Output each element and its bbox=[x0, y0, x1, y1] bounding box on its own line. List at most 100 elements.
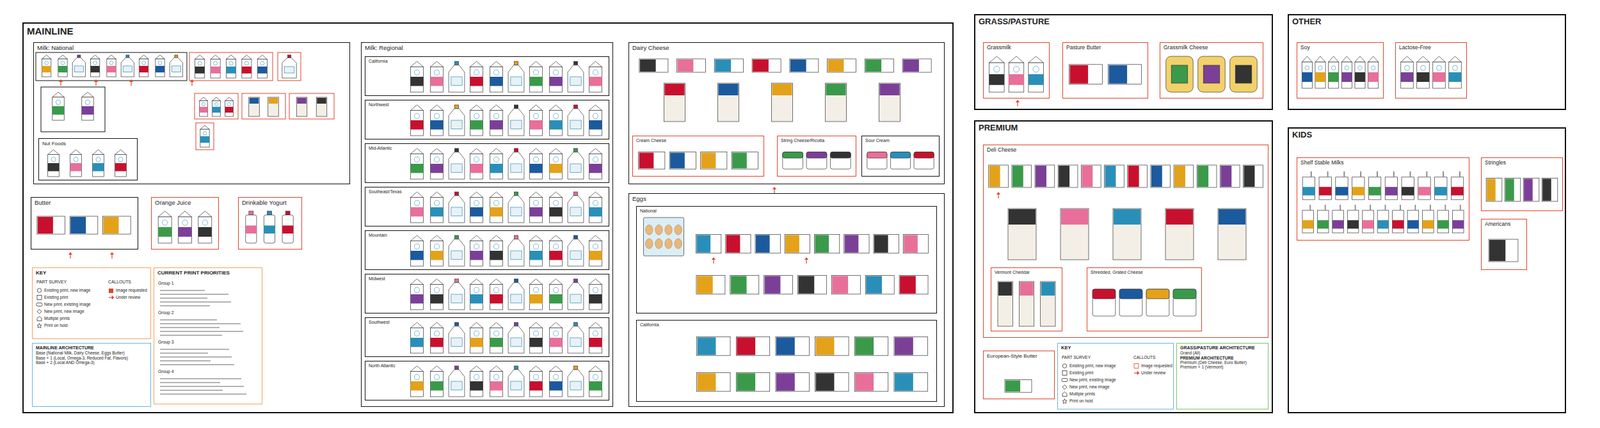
tub-icon bbox=[867, 152, 888, 170]
carton-icon bbox=[48, 149, 60, 177]
carton-icon bbox=[212, 97, 221, 117]
key-symbol bbox=[36, 303, 43, 307]
carton-icon bbox=[529, 366, 543, 397]
block-icon bbox=[69, 216, 98, 235]
callout-arrow bbox=[1015, 99, 1020, 107]
priority-line bbox=[160, 352, 208, 354]
key-label: New print, new image bbox=[1069, 384, 1110, 390]
tall-icon bbox=[997, 281, 1013, 327]
group-heading: Dairy Cheese bbox=[632, 44, 670, 52]
tall-icon bbox=[825, 83, 847, 122]
product-group-box: Northwest bbox=[364, 99, 610, 140]
carton-icon bbox=[115, 149, 127, 177]
callout-arrow bbox=[772, 186, 777, 194]
jug-icon bbox=[508, 192, 525, 223]
product-cluster-box bbox=[289, 93, 335, 120]
group-text: PART SURVEY bbox=[36, 279, 67, 285]
product-group-box: North Atlantic bbox=[364, 360, 610, 401]
carton-icon bbox=[489, 148, 503, 180]
priority-line bbox=[160, 385, 244, 388]
key-symbol bbox=[37, 295, 42, 301]
product-group-box: Southwest bbox=[364, 317, 610, 358]
carton-icon bbox=[410, 104, 424, 136]
group-text: Base + 2 (Local AND Omega-3) bbox=[35, 360, 148, 365]
carton-icon bbox=[549, 148, 562, 180]
product-group-box: Orange Juice bbox=[151, 197, 219, 250]
carton-icon bbox=[430, 148, 443, 180]
wedge-icon bbox=[1230, 56, 1258, 93]
carton-icon bbox=[549, 61, 562, 93]
key-symbol bbox=[37, 309, 42, 315]
group-heading: Pasture Butter bbox=[1066, 44, 1101, 52]
carton-icon bbox=[200, 125, 210, 148]
box-icon bbox=[1352, 171, 1365, 200]
product-group-box: Pasture Butter bbox=[1062, 42, 1149, 99]
block-icon bbox=[638, 152, 665, 170]
group-heading: Vermont Cheddar bbox=[994, 270, 1030, 276]
carton-icon bbox=[1341, 56, 1352, 89]
carton-icon bbox=[410, 61, 424, 93]
group-text: CALLOUTS bbox=[108, 279, 132, 285]
block-icon bbox=[854, 336, 888, 356]
priority-line bbox=[160, 301, 232, 303]
group-heading: North Atlantic bbox=[368, 363, 396, 369]
product-group-box: Milk: NationalNut Foods bbox=[33, 42, 351, 185]
block-icon bbox=[677, 58, 706, 73]
priority-line bbox=[160, 293, 229, 296]
group-heading: Drinkable Yogurt bbox=[241, 199, 287, 207]
carton-icon bbox=[549, 322, 562, 354]
carton-icon bbox=[469, 235, 483, 267]
group-heading: Milk: Regional bbox=[364, 44, 404, 52]
block-icon bbox=[695, 234, 721, 253]
tub-icon bbox=[830, 152, 851, 170]
tall-icon bbox=[879, 83, 901, 122]
product-group-box: Grassmilk Cheese bbox=[1159, 42, 1264, 99]
box-icon bbox=[1407, 204, 1419, 233]
block-icon bbox=[736, 336, 770, 356]
carton-icon bbox=[489, 61, 503, 93]
category-panel: KIDSShelf Stable MilksStringlesAmericans bbox=[1287, 127, 1567, 414]
tall-icon bbox=[316, 97, 328, 117]
jug-icon bbox=[567, 366, 584, 397]
key-symbol bbox=[37, 288, 41, 293]
block-icon bbox=[1108, 64, 1142, 85]
box-icon bbox=[1384, 171, 1398, 200]
carton-icon bbox=[81, 92, 94, 121]
product-cluster-box bbox=[277, 52, 301, 81]
group-heading: GRASS/PASTURE ARCHITECTURE bbox=[1180, 345, 1265, 351]
priority-line bbox=[160, 382, 221, 384]
group-text: Group 4 bbox=[158, 369, 175, 375]
jug-icon bbox=[508, 366, 525, 397]
tall-icon bbox=[1008, 208, 1037, 260]
product-group-box: California bbox=[364, 56, 610, 96]
jug-icon bbox=[567, 235, 584, 267]
box-icon bbox=[1392, 204, 1405, 233]
box-icon bbox=[1422, 204, 1435, 233]
carton-icon bbox=[210, 55, 221, 79]
block-icon bbox=[700, 152, 728, 170]
product-cluster-box bbox=[195, 122, 214, 150]
priority-line bbox=[160, 334, 223, 336]
carton-icon bbox=[588, 148, 602, 180]
product-group-box: Dairy CheeseCream CheeseString Cheese/Ri… bbox=[628, 42, 945, 185]
block-icon bbox=[1486, 177, 1503, 201]
box-icon bbox=[1347, 204, 1359, 233]
carton-icon bbox=[199, 97, 208, 117]
group-heading: Shelf Stable Milks bbox=[1300, 160, 1344, 167]
block-icon bbox=[831, 275, 861, 294]
key-symbol bbox=[1134, 371, 1140, 376]
group-heading: MAINLINE ARCHITECTURE bbox=[35, 345, 148, 351]
product-group-box: Mountain bbox=[364, 230, 610, 271]
legend-text: New print, existing image bbox=[44, 302, 91, 307]
product-group-box: Mid-Atlantic bbox=[364, 143, 610, 184]
product-cluster-box bbox=[241, 93, 286, 120]
key-label: Multiple prints bbox=[1069, 391, 1096, 397]
group-heading: KIDS bbox=[1292, 130, 1312, 141]
group-heading: Milk: National bbox=[37, 44, 74, 52]
priority-line bbox=[160, 364, 235, 366]
product-group-box: Butter bbox=[30, 197, 139, 250]
key-symbol bbox=[1061, 378, 1068, 383]
carton-icon bbox=[42, 55, 52, 77]
wedge-icon bbox=[1166, 56, 1194, 93]
block-icon bbox=[669, 152, 696, 170]
